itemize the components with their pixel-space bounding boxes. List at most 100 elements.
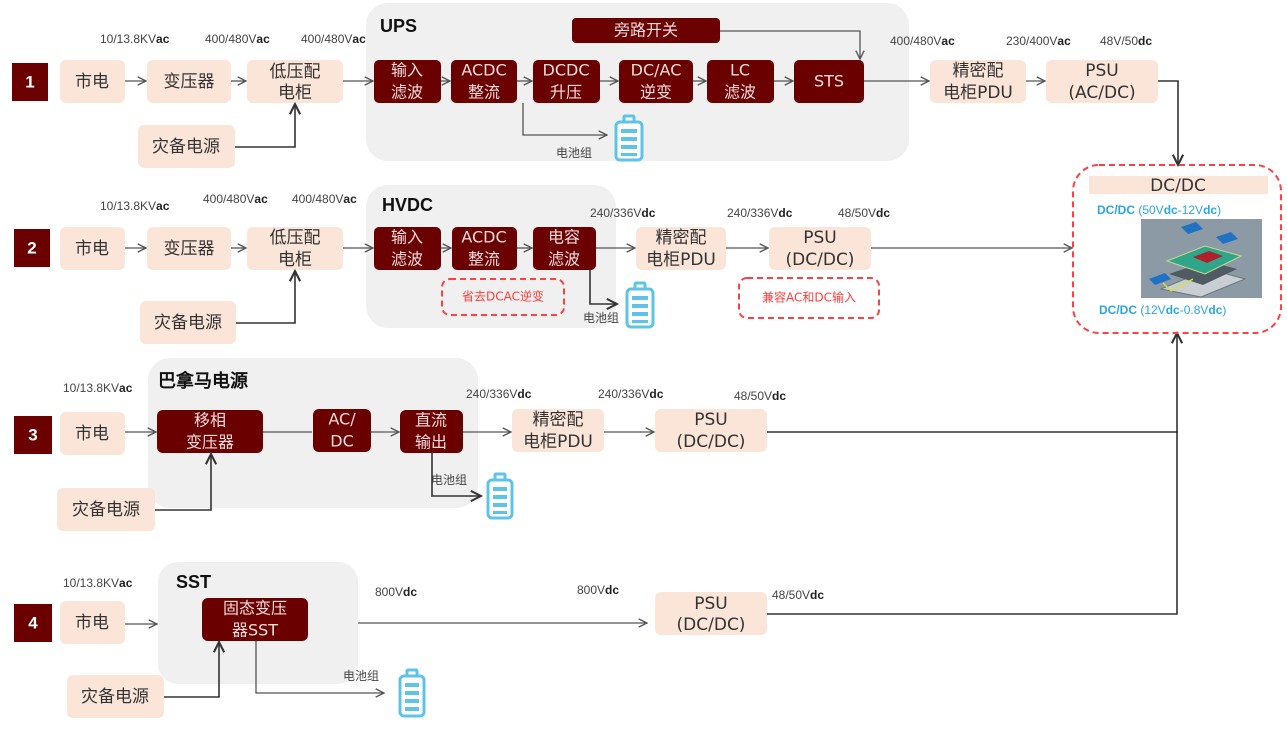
voltage-value: 48V/50	[1100, 34, 1138, 48]
ups-stage	[619, 60, 693, 103]
hvdc-stage	[452, 227, 517, 270]
dcdc-label-part: -0.8V	[1180, 303, 1209, 317]
voltage-value: 10/13.8KV	[63, 381, 119, 395]
row-number-badge	[12, 63, 48, 101]
stage-label: 整流	[468, 83, 500, 102]
stage-label: DCDC	[543, 61, 590, 80]
transformer-label: 变压器	[164, 239, 215, 259]
stage-label: 直流	[415, 411, 447, 430]
bypass-switch-label: 旁路开关	[614, 21, 678, 40]
lv-cabinet-node	[247, 60, 343, 103]
pdu-node	[636, 227, 726, 270]
stage-label: 滤波	[548, 250, 580, 269]
psu-label: (DC/DC)	[677, 615, 746, 635]
voltage-unit: dc	[772, 389, 786, 403]
voltage-value: 400/480V	[890, 34, 941, 48]
hvdc-stage	[374, 227, 441, 270]
lv-cabinet-label: 电柜	[278, 250, 312, 270]
voltage-label: 10/13.8KVac	[63, 576, 133, 590]
psu-node	[655, 592, 767, 635]
voltage-unit: ac	[256, 32, 270, 46]
battery-icon	[398, 668, 426, 718]
voltage-label: 400/480Vac	[890, 34, 955, 48]
voltage-unit: dc	[778, 206, 792, 220]
dcdc-label-part: (12V	[1137, 303, 1166, 317]
to-dcdc-arrow	[1158, 80, 1178, 165]
backup-power-label: 灾备电源	[154, 313, 222, 333]
backup-power-label: 灾备电源	[81, 687, 149, 707]
dcdc-stage1-label: DC/DC (50Vdc-12Vdc)	[1097, 203, 1221, 217]
voltage-value: 48/50V	[734, 389, 772, 403]
dcdc-label-part: dc	[1203, 203, 1217, 217]
pdu-label: 电柜PDU	[943, 83, 1013, 103]
row-number: 2	[27, 238, 36, 257]
voltage-label: 10/13.8KVac	[100, 32, 170, 46]
pdu-node	[512, 409, 604, 452]
voltage-unit: dc	[517, 387, 531, 401]
psu-label: (AC/DC)	[1068, 83, 1135, 103]
voltage-value: 240/336V	[598, 387, 649, 401]
row-1: 1 10/13.8KVac 400/480Vac 400/480Vac UPS …	[12, 16, 1178, 168]
battery-icon	[486, 472, 514, 520]
psu-label: PSU	[803, 228, 837, 248]
voltage-label: 400/480Vac	[301, 32, 366, 46]
hvdc-stage	[533, 227, 596, 270]
voltage-value: 230/400V	[1006, 34, 1057, 48]
grid-node	[60, 601, 125, 644]
stage-label: 滤波	[391, 83, 423, 102]
voltage-unit: dc	[403, 585, 417, 599]
transformer-label: 变压器	[164, 72, 215, 92]
group-title-sst: SST	[176, 572, 211, 592]
voltage-label: 240/336Vdc	[598, 387, 664, 401]
stage-label: DC	[330, 432, 354, 451]
dcdc-panel: DC/DC DC/DC (50Vdc-12Vdc) DC/DC (12Vdc-0…	[1072, 164, 1282, 334]
backup-power-label: 灾备电源	[152, 137, 220, 157]
voltage-unit: dc	[876, 206, 890, 220]
sst-stage	[202, 598, 308, 641]
dcdc-label-part: -12V	[1178, 203, 1203, 217]
battery-icon	[625, 281, 655, 329]
voltage-label: 400/480Vac	[203, 192, 268, 206]
voltage-unit: dc	[810, 588, 824, 602]
row-2: 2 10/13.8KVac 400/480Vac 400/480Vac HVDC…	[14, 192, 1072, 344]
voltage-unit: ac	[156, 199, 170, 213]
stage-label: 输入	[391, 61, 423, 80]
psu-node	[769, 227, 871, 270]
voltage-label: 240/336Vdc	[590, 206, 656, 220]
row-number-badge	[14, 604, 52, 642]
stage-label: STS	[814, 72, 844, 91]
voltage-label: 48/50Vdc	[772, 588, 824, 602]
stage-label: 整流	[468, 250, 500, 269]
grid-label: 市电	[75, 424, 109, 444]
grid-label: 市电	[75, 239, 109, 259]
pdu-label: 精密配	[533, 410, 584, 430]
psu-label: (DC/DC)	[677, 432, 746, 452]
voltage-value: 10/13.8KV	[63, 576, 119, 590]
backup-power-node	[67, 675, 164, 718]
voltage-value: 240/336V	[590, 206, 641, 220]
row-number: 3	[28, 425, 37, 444]
backup-power-node	[57, 488, 155, 531]
transformer-node	[147, 227, 231, 270]
psu-label: PSU	[694, 594, 728, 614]
battery-label: 电池组	[583, 311, 619, 325]
backup-arrow	[164, 642, 219, 698]
battery-arrow	[255, 641, 384, 693]
stage-label: 滤波	[724, 83, 756, 102]
battery-arrow	[522, 103, 607, 135]
row-number-badge	[14, 229, 50, 267]
note-text: 省去DCAC逆变	[462, 289, 544, 304]
voltage-label: 400/480Vac	[205, 32, 270, 46]
lv-cabinet-label: 低压配	[270, 62, 321, 82]
ups-stage	[374, 60, 441, 103]
voltage-unit: ac	[119, 576, 133, 590]
voltage-value: 10/13.8KV	[100, 32, 156, 46]
pdu-node	[930, 60, 1026, 103]
stage-label: AC/	[328, 410, 356, 429]
grid-label: 市电	[75, 72, 109, 92]
dcdc-dashed-border	[1072, 164, 1282, 334]
voltage-value: 48/50V	[838, 206, 876, 220]
grid-node	[60, 227, 125, 270]
pdu-label: 精密配	[953, 61, 1004, 81]
note-box	[738, 277, 880, 319]
